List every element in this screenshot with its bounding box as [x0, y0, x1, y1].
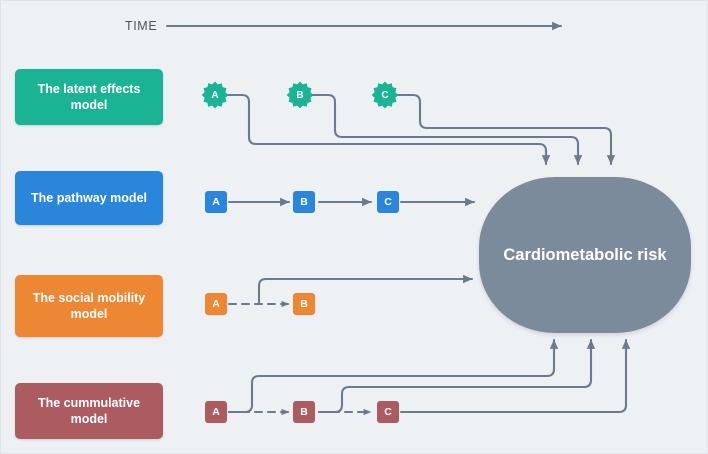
node-letter: B — [296, 89, 304, 101]
cumul-riser-a — [227, 338, 559, 414]
model-label-text: The cummulative model — [37, 396, 141, 426]
latent-link-b — [310, 93, 583, 166]
latent-link-c — [395, 93, 616, 166]
cumul-node-c[interactable]: C — [377, 401, 399, 423]
social-node-a[interactable]: A — [205, 293, 227, 315]
model-label-pathway[interactable]: The pathway model — [15, 171, 163, 225]
time-axis-label: TIME — [125, 19, 158, 33]
latent-node-c[interactable]: C — [371, 81, 399, 109]
cumul-node-b[interactable]: B — [293, 401, 315, 423]
latent-node-a[interactable]: A — [201, 81, 229, 109]
social-link-outcome — [257, 274, 474, 306]
model-label-text: The pathway model — [31, 191, 147, 205]
cumul-node-a[interactable]: A — [205, 401, 227, 423]
pathway-node-b[interactable]: B — [293, 191, 315, 213]
burst-star-icon — [201, 81, 229, 109]
node-letter: C — [381, 89, 389, 101]
pathway-node-a[interactable]: A — [205, 191, 227, 213]
outcome-node-cardiometabolic-risk[interactable]: Cardiometabolic risk — [479, 177, 691, 333]
latent-link-a — [225, 93, 551, 166]
model-label-social-mobility[interactable]: The social mobility model — [15, 275, 163, 337]
latent-node-b[interactable]: B — [286, 81, 314, 109]
model-label-text: The latent effects model — [37, 82, 141, 112]
outcome-label: Cardiometabolic risk — [503, 245, 667, 264]
pathway-node-c[interactable]: C — [377, 191, 399, 213]
model-label-cummulative[interactable]: The cummulative model — [15, 383, 163, 439]
social-node-b[interactable]: B — [293, 293, 315, 315]
node-letter: A — [211, 89, 219, 101]
burst-star-icon — [371, 81, 399, 109]
burst-star-icon — [286, 81, 314, 109]
cumul-riser-b — [317, 338, 596, 414]
cumul-riser-c — [399, 338, 631, 414]
model-label-text: The social mobility model — [32, 291, 146, 321]
model-label-latent-effects[interactable]: The latent effects model — [15, 69, 163, 125]
